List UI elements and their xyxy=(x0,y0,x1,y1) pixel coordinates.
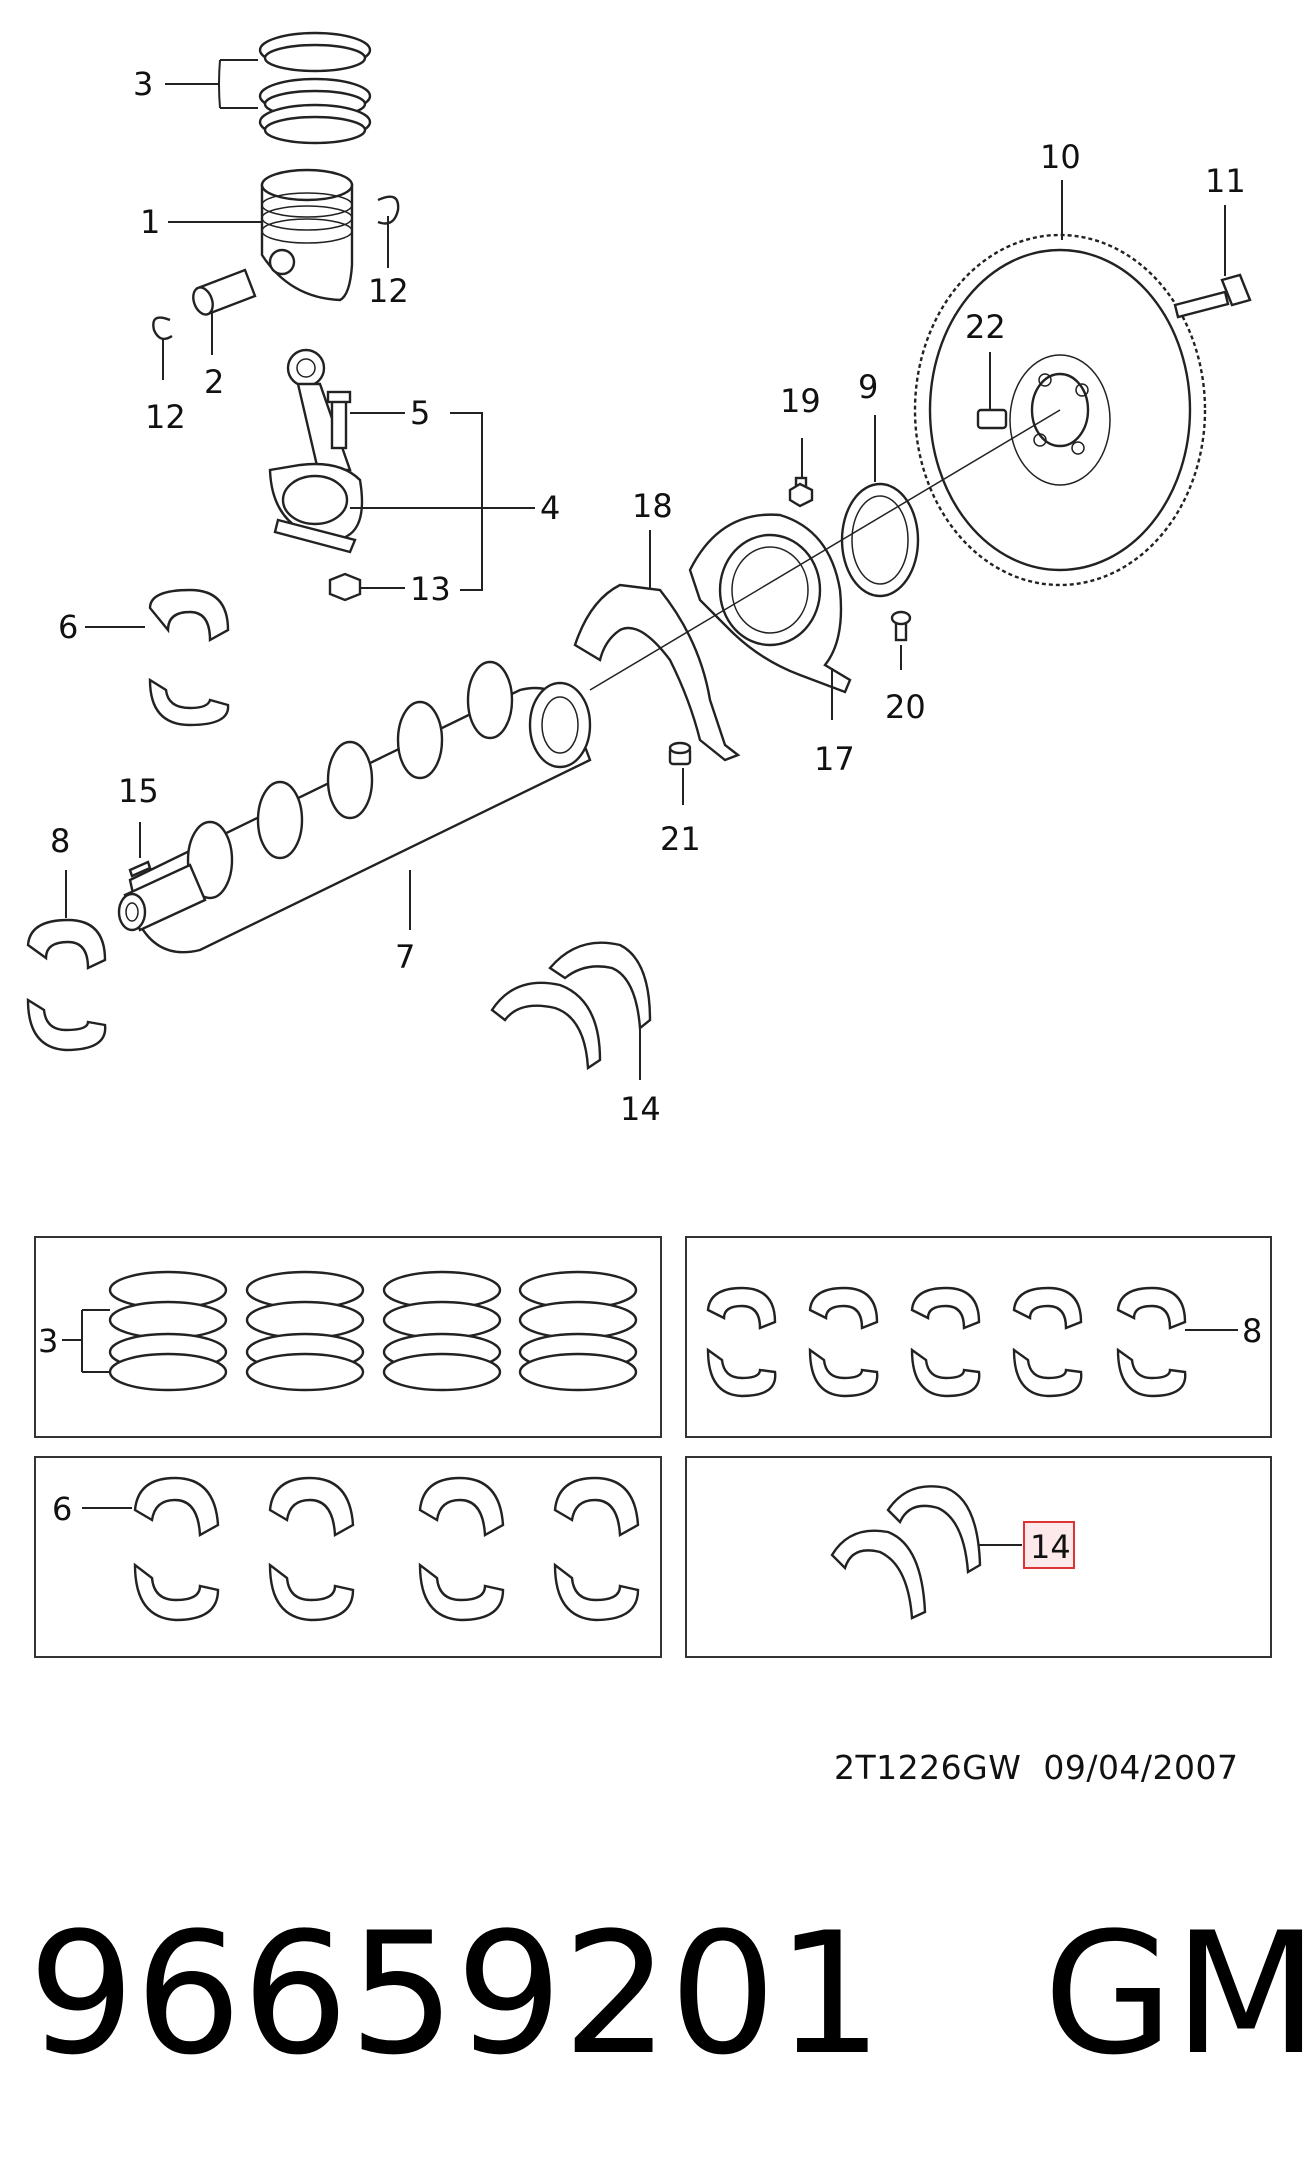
rod-bearing-upper xyxy=(148,588,230,643)
callout-15: 15 xyxy=(118,772,159,810)
rod-bearings-kit-box xyxy=(34,1456,662,1658)
main-bearing-pair-4 xyxy=(1012,1286,1083,1398)
piston-rings xyxy=(258,31,372,145)
rod-nut xyxy=(328,572,362,602)
rod-bearing-lower xyxy=(148,677,230,727)
rod-bearing-pair-3 xyxy=(418,1476,505,1622)
circlip-left xyxy=(152,316,173,341)
rod-bolt xyxy=(326,390,352,450)
kit-thrust-washer-left xyxy=(830,1529,927,1620)
callout-13: 13 xyxy=(410,570,451,608)
callout-7: 7 xyxy=(395,938,415,976)
connecting-rod xyxy=(268,348,364,554)
housing-bolt-20 xyxy=(890,610,912,642)
drawing-date: 09/04/2007 xyxy=(1043,1748,1239,1787)
kit-callout-main-bearings: 8 xyxy=(1242,1312,1262,1350)
callout-5: 5 xyxy=(410,394,430,432)
callout-18: 18 xyxy=(632,487,673,525)
ring-set-4 xyxy=(518,1270,638,1392)
callout-12-right: 12 xyxy=(368,272,409,310)
callout-22: 22 xyxy=(965,308,1006,346)
main-bearing-pair-1 xyxy=(706,1286,777,1398)
kit-callout-thrust-washers: 14 xyxy=(1030,1528,1071,1566)
piston xyxy=(260,168,354,302)
kit-callout-rings: 3 xyxy=(38,1322,58,1360)
main-bearings-kit-box xyxy=(685,1236,1272,1438)
callout-1: 1 xyxy=(140,203,160,241)
main-bearing-upper xyxy=(26,918,107,970)
drawing-code-date: 2T1226GW 09/04/2007 xyxy=(834,1748,1239,1787)
crank-key xyxy=(128,860,152,878)
rings-kit-box xyxy=(34,1236,662,1438)
callout-8: 8 xyxy=(50,822,70,860)
piston-pin xyxy=(192,268,257,316)
callout-4: 4 xyxy=(540,489,560,527)
flywheel-bolt xyxy=(1173,273,1252,319)
kit-thrust-washer-right xyxy=(886,1485,982,1575)
flywheel-dowel xyxy=(976,408,1008,430)
circlip-right xyxy=(377,195,400,225)
callout-10: 10 xyxy=(1040,138,1081,176)
rod-bearing-pair-2 xyxy=(268,1476,355,1622)
part-number: 96659201 xyxy=(28,1896,884,2092)
main-bearing-pair-2 xyxy=(808,1286,879,1398)
callout-11: 11 xyxy=(1205,162,1246,200)
kit-callout-rod-bearings: 6 xyxy=(52,1490,72,1528)
callout-14: 14 xyxy=(620,1090,661,1128)
housing-bolt-19 xyxy=(788,476,814,508)
thrust-washer-right xyxy=(548,941,652,1031)
callout-9: 9 xyxy=(858,368,878,406)
highlighted-callout-box xyxy=(1023,1521,1075,1569)
rod-bearing-pair-4 xyxy=(553,1476,640,1622)
dowel-pin xyxy=(668,741,692,766)
main-bearing-pair-5 xyxy=(1116,1286,1187,1398)
ring-set-2 xyxy=(245,1270,365,1392)
main-bearing-lower xyxy=(26,997,107,1052)
crankshaft xyxy=(117,660,592,954)
drawing-code: 2T1226GW xyxy=(834,1748,1022,1787)
callout-19: 19 xyxy=(780,382,821,420)
ring-set-1 xyxy=(108,1270,228,1392)
rod-bearing-pair-1 xyxy=(133,1476,220,1622)
brand-name: GM xyxy=(1043,1896,1304,2092)
thrust-washer-left xyxy=(490,981,602,1071)
callout-6: 6 xyxy=(58,608,78,646)
main-bearing-pair-3 xyxy=(910,1286,981,1398)
callout-20: 20 xyxy=(885,688,926,726)
part-number-line: 96659201 GM xyxy=(28,1910,1304,2078)
rear-plate xyxy=(573,583,741,762)
callout-21: 21 xyxy=(660,820,701,858)
oil-seal-housing xyxy=(688,513,852,694)
callout-17: 17 xyxy=(814,740,855,778)
callout-2: 2 xyxy=(204,363,224,401)
ring-set-3 xyxy=(382,1270,502,1392)
callout-3: 3 xyxy=(133,65,153,103)
thrust-washers-kit-box xyxy=(685,1456,1272,1658)
callout-12-left: 12 xyxy=(145,398,186,436)
